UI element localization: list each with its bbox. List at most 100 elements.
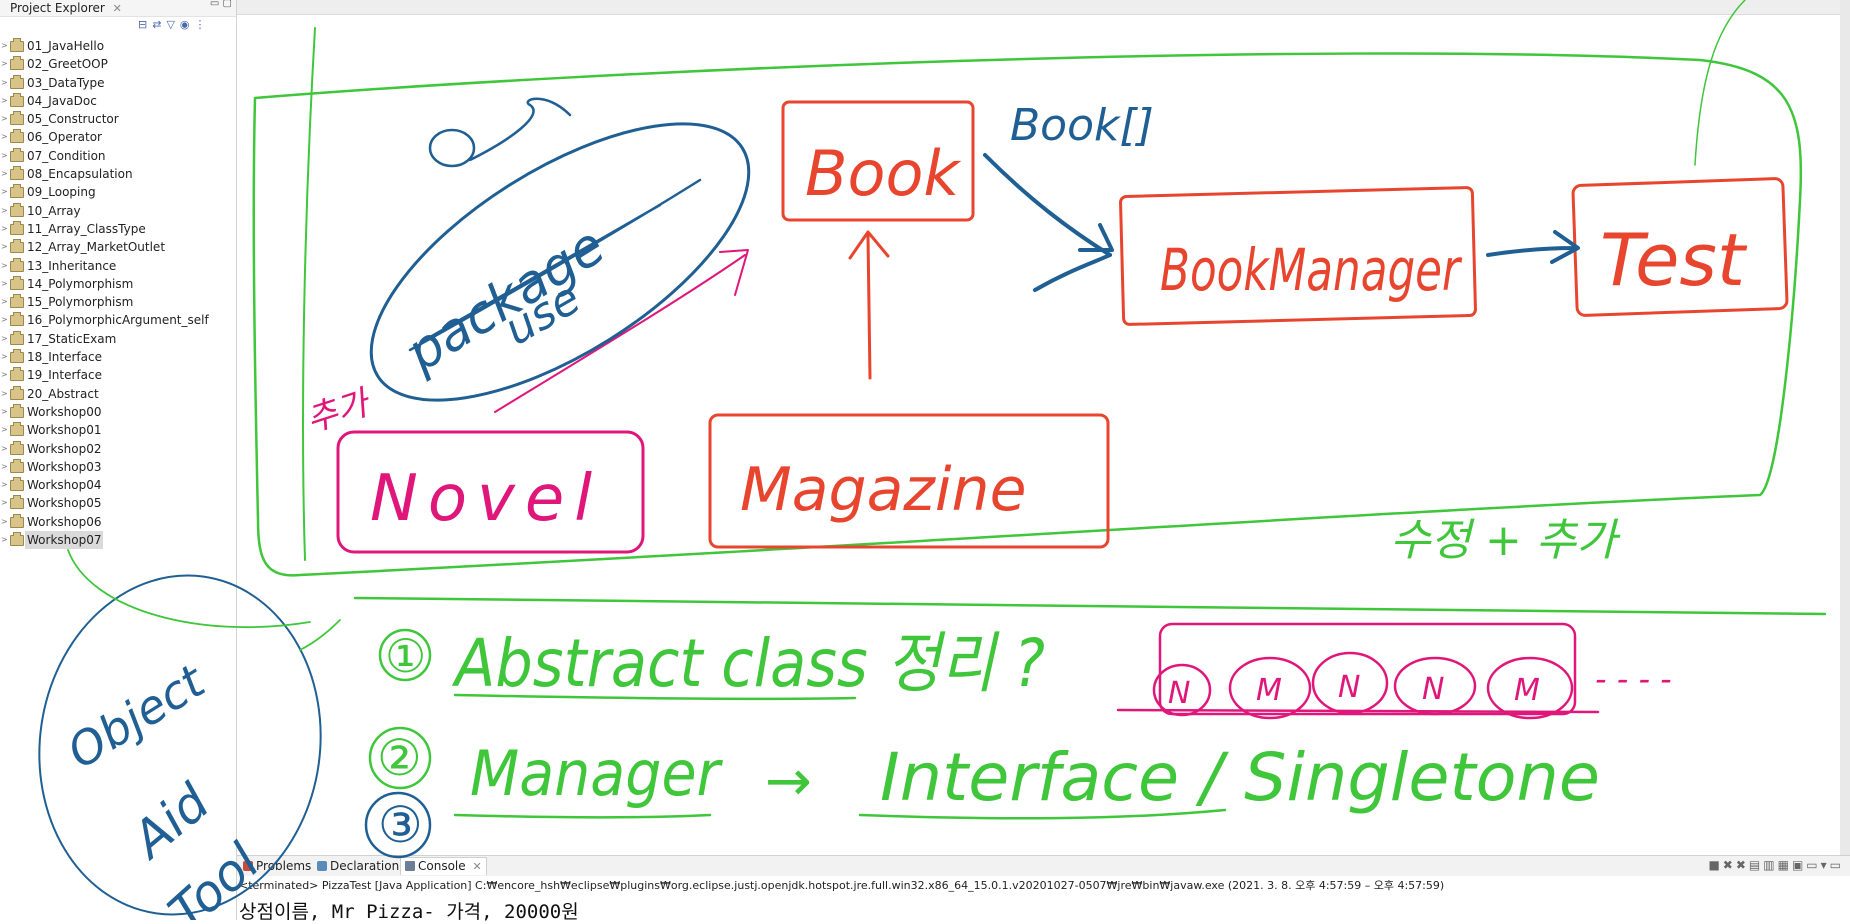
project-folder-icon [10,147,24,162]
filter-icon[interactable]: ▽ [166,18,180,31]
remove-all-icon[interactable]: ✖ [1735,858,1749,872]
chevron-right-icon[interactable]: > [1,535,8,545]
array-cell-label: N [1422,672,1444,707]
label-modify-add: 수정 + 추가 [1390,515,1621,566]
project-folder-icon [10,440,24,455]
close-icon[interactable]: ✕ [112,2,122,15]
pin-console-icon[interactable]: ▣ [1791,858,1807,872]
chevron-right-icon[interactable]: > [1,425,8,435]
project-tree-item[interactable]: >16_PolymorphicArgument_self [0,311,236,329]
project-folder-icon [10,56,24,71]
chevron-right-icon[interactable]: > [1,187,8,197]
project-tree-item-label: 01_JavaHello [27,39,105,53]
project-tree-item[interactable]: >01_JavaHello [0,37,236,55]
chevron-right-icon[interactable]: > [1,388,8,398]
project-tree-item[interactable]: >13_Inheritance [0,257,236,275]
project-tree-item[interactable]: >15_Polymorphism [0,293,236,311]
item2-manager: Manager [470,737,723,810]
editor-top-strip [237,0,1850,15]
chevron-right-icon[interactable]: > [1,223,8,233]
project-tree-item[interactable]: >10_Array [0,202,236,220]
project-tree-item[interactable]: >14_Polymorphism [0,275,236,293]
chevron-right-icon[interactable]: > [1,114,8,124]
tab-project-explorer[interactable]: Project Explorer ✕ [0,0,122,16]
chevron-right-icon[interactable]: > [1,461,8,471]
project-tree-item[interactable]: >20_Abstract [0,385,236,403]
item3-number: ③ [378,796,423,854]
project-tree-item[interactable]: >04_JavaDoc [0,92,236,110]
chevron-right-icon[interactable]: > [1,95,8,105]
project-tree-item[interactable]: >11_Array_ClassType [0,220,236,238]
chevron-right-icon[interactable]: > [1,352,8,362]
display-console-icon[interactable]: ▭ [1806,858,1821,872]
window-controls[interactable]: ▭ ▢ [209,0,232,9]
chevron-right-icon[interactable]: > [1,406,8,416]
clear-console-icon[interactable]: ▤ [1748,858,1764,872]
novel-box [336,430,645,554]
word-wrap-icon[interactable]: ▦ [1777,858,1792,872]
project-tree-item[interactable]: >08_Encapsulation [0,165,236,183]
project-tree-item[interactable]: >Workshop06 [0,513,236,531]
chevron-right-icon[interactable]: > [1,333,8,343]
array-cell [1228,656,1312,720]
item2-number: ② [377,729,422,787]
chevron-right-icon[interactable]: > [1,169,8,179]
tab-declaration-label: Declaration [330,859,400,873]
collapse-all-icon[interactable]: ⊟ [138,18,153,31]
chevron-right-icon[interactable]: > [1,315,8,325]
project-folder-icon [10,202,24,217]
project-folder-icon [10,184,24,199]
tab-console[interactable]: Console ✕ [400,857,487,875]
focus-icon[interactable]: ◉ [179,18,195,31]
chevron-right-icon[interactable]: > [1,150,8,160]
item2-underline [453,813,712,819]
project-tree-item[interactable]: > Workshop07 [0,531,236,550]
project-tree-item-label: 06_Operator [27,130,102,145]
chevron-right-icon[interactable]: > [1,443,8,453]
project-tree-item[interactable]: >09_Looping [0,183,236,201]
remove-launch-icon[interactable]: ✖ [1722,858,1736,872]
project-folder-icon [10,513,24,528]
project-tree-item[interactable]: >Workshop01 [0,421,236,439]
project-tree-item[interactable]: >Workshop05 [0,494,236,512]
project-tree-item[interactable]: >12_Array_MarketOutlet [0,238,236,256]
project-tree-item[interactable]: >Workshop04 [0,476,236,494]
chevron-right-icon[interactable]: > [1,498,8,508]
project-tree-item[interactable]: >07_Condition [0,147,236,165]
tab-declaration[interactable]: Declaration [317,858,399,874]
project-tree-item[interactable]: >05_Constructor [0,110,236,128]
chevron-right-icon[interactable]: > [1,516,8,526]
minimize-icon[interactable]: ▭ [1829,858,1844,872]
link-editor-icon[interactable]: ⇄ [152,18,167,31]
project-tree-item[interactable]: >17_StaticExam [0,330,236,348]
label-novel: Novel [370,462,602,536]
project-tree-item[interactable]: >02_GreetOOP [0,55,236,73]
terminate-icon[interactable]: ■ [1708,858,1723,872]
project-tree-item[interactable]: >Workshop03 [0,458,236,476]
chevron-right-icon[interactable]: > [1,370,8,380]
project-tree-item-label: 18_Interface [27,350,102,365]
chevron-right-icon[interactable]: > [1,260,8,270]
project-folder-icon [10,257,24,272]
project-tree-item[interactable]: >19_Interface [0,366,236,384]
project-tree-item[interactable]: >Workshop02 [0,440,236,458]
project-tree-item[interactable]: >Workshop00 [0,403,236,421]
chevron-right-icon[interactable]: > [1,132,8,142]
scroll-lock-icon[interactable]: ▥ [1763,858,1778,872]
chevron-right-icon[interactable]: > [1,41,8,50]
chevron-right-icon[interactable]: > [1,77,8,87]
project-tree-item[interactable]: >03_DataType [0,74,236,92]
chevron-right-icon[interactable]: > [1,278,8,288]
chevron-right-icon[interactable]: > [1,205,8,215]
chevron-right-icon[interactable]: > [1,297,8,307]
close-icon[interactable]: ✕ [472,860,482,873]
chevron-right-icon[interactable]: > [1,480,8,490]
chevron-right-icon[interactable]: > [1,242,8,252]
view-menu-icon[interactable]: ⋮ [194,18,211,31]
project-tree-item[interactable]: >06_Operator [0,128,236,146]
open-console-icon[interactable]: ▾ [1820,858,1830,872]
blue-underline [408,178,702,352]
project-tree-item-label: Workshop07 [25,531,104,550]
project-tree-item[interactable]: >18_Interface [0,348,236,366]
chevron-right-icon[interactable]: > [1,59,8,69]
